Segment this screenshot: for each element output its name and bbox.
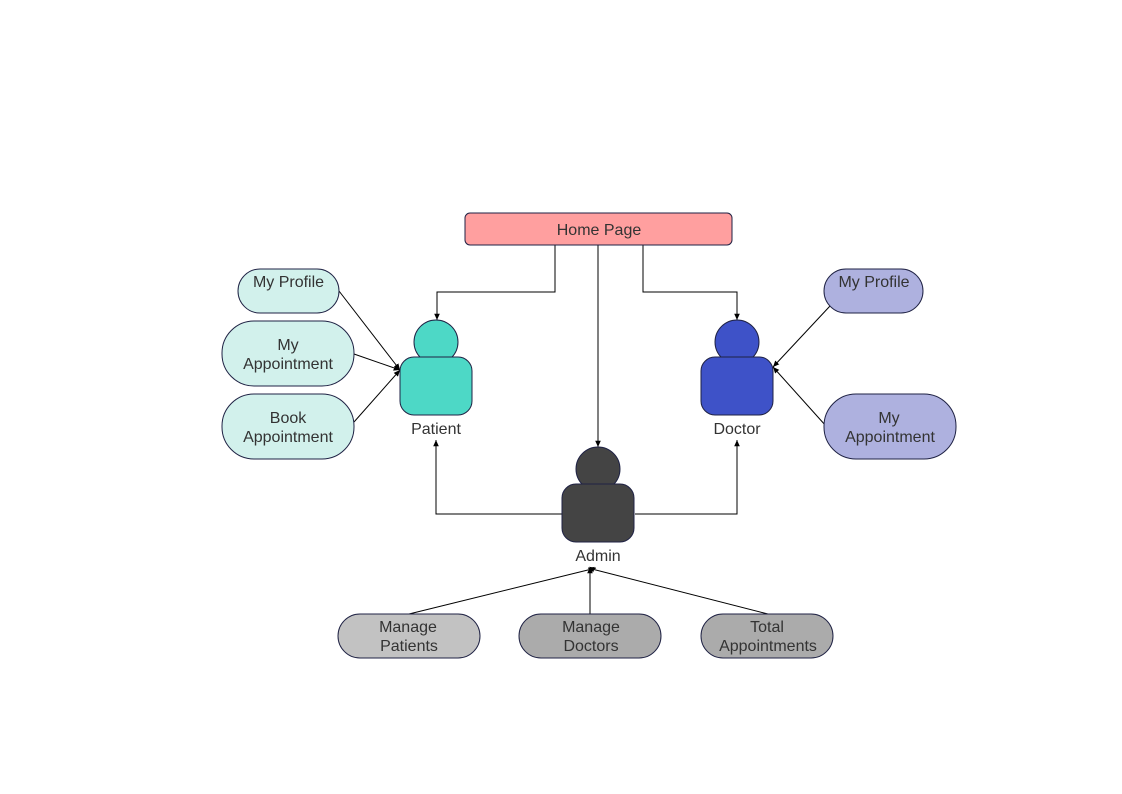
- edge-doctor-appointment: [772, 366, 827, 427]
- feature-label-line-1: My: [878, 410, 899, 427]
- home-page-label: Home Page: [557, 222, 642, 239]
- patient-feature-my-appointment: My Appointment: [221, 320, 355, 387]
- feature-label-line-2: Appointment: [845, 429, 935, 446]
- feature-label-line-1: Book: [270, 410, 307, 427]
- edge-admin-manage-patients: [408, 566, 597, 615]
- home-page-box: [464, 212, 733, 246]
- admin-label: Admin: [575, 548, 620, 565]
- edges: [338, 245, 831, 615]
- feature-pill: [221, 320, 355, 387]
- feature-label-line-1: My: [277, 337, 298, 354]
- feature-label: My Profile: [253, 274, 324, 291]
- edge-home-to-patient: [434, 245, 556, 320]
- doctor-actor: Doctor: [700, 319, 774, 438]
- edge-patient-profile: [338, 290, 401, 371]
- admin-feature-total-appointments: Total Appointments: [700, 613, 834, 659]
- patient-body: [399, 356, 473, 416]
- edge-home-to-doctor: [642, 245, 740, 320]
- admin-actor: Admin: [561, 446, 635, 565]
- admin-body: [561, 483, 635, 543]
- feature-label-line-1: Manage: [379, 619, 437, 636]
- admin-feature-manage-doctors: Manage Doctors: [518, 613, 662, 659]
- edge-patient-book: [353, 369, 401, 423]
- feature-pill: [700, 613, 834, 659]
- person-icon: [700, 319, 774, 416]
- admin-feature-manage-patients: Manage Patients: [337, 613, 481, 659]
- patient-feature-book-appointment: Book Appointment: [221, 393, 355, 460]
- feature-pill: [221, 393, 355, 460]
- feature-label-line-1: Manage: [562, 619, 620, 636]
- feature-label-line-2: Patients: [380, 638, 438, 655]
- feature-label-line-2: Appointment: [243, 356, 333, 373]
- feature-pill: [337, 613, 481, 659]
- feature-label-line-1: Total: [750, 619, 784, 636]
- feature-pill: [237, 268, 340, 314]
- person-icon: [399, 319, 473, 416]
- feature-pill: [823, 268, 924, 314]
- edge-patient-appointment: [353, 353, 401, 371]
- feature-label-line-2: Appointment: [243, 429, 333, 446]
- doctor-label: Doctor: [713, 421, 761, 438]
- doctor-feature-my-appointment: My Appointment: [823, 393, 957, 460]
- patient-label: Patient: [411, 421, 461, 438]
- patient-feature-my-profile: My Profile: [237, 268, 340, 314]
- feature-pill: [518, 613, 662, 659]
- feature-pill: [823, 393, 957, 460]
- home-page-node: Home Page: [464, 212, 733, 246]
- edge-admin-to-patient: [433, 440, 562, 515]
- doctor-body: [700, 356, 774, 416]
- edge-admin-total-appointments: [587, 566, 769, 615]
- edge-doctor-profile: [772, 305, 831, 368]
- edge-admin-to-doctor: [635, 440, 740, 515]
- patient-actor: Patient: [399, 319, 473, 438]
- feature-label: My Profile: [838, 274, 909, 291]
- feature-label-line-2: Doctors: [563, 638, 618, 655]
- doctor-feature-my-profile: My Profile: [823, 268, 924, 314]
- feature-label-line-2: Appointments: [719, 638, 817, 655]
- person-icon: [561, 446, 635, 543]
